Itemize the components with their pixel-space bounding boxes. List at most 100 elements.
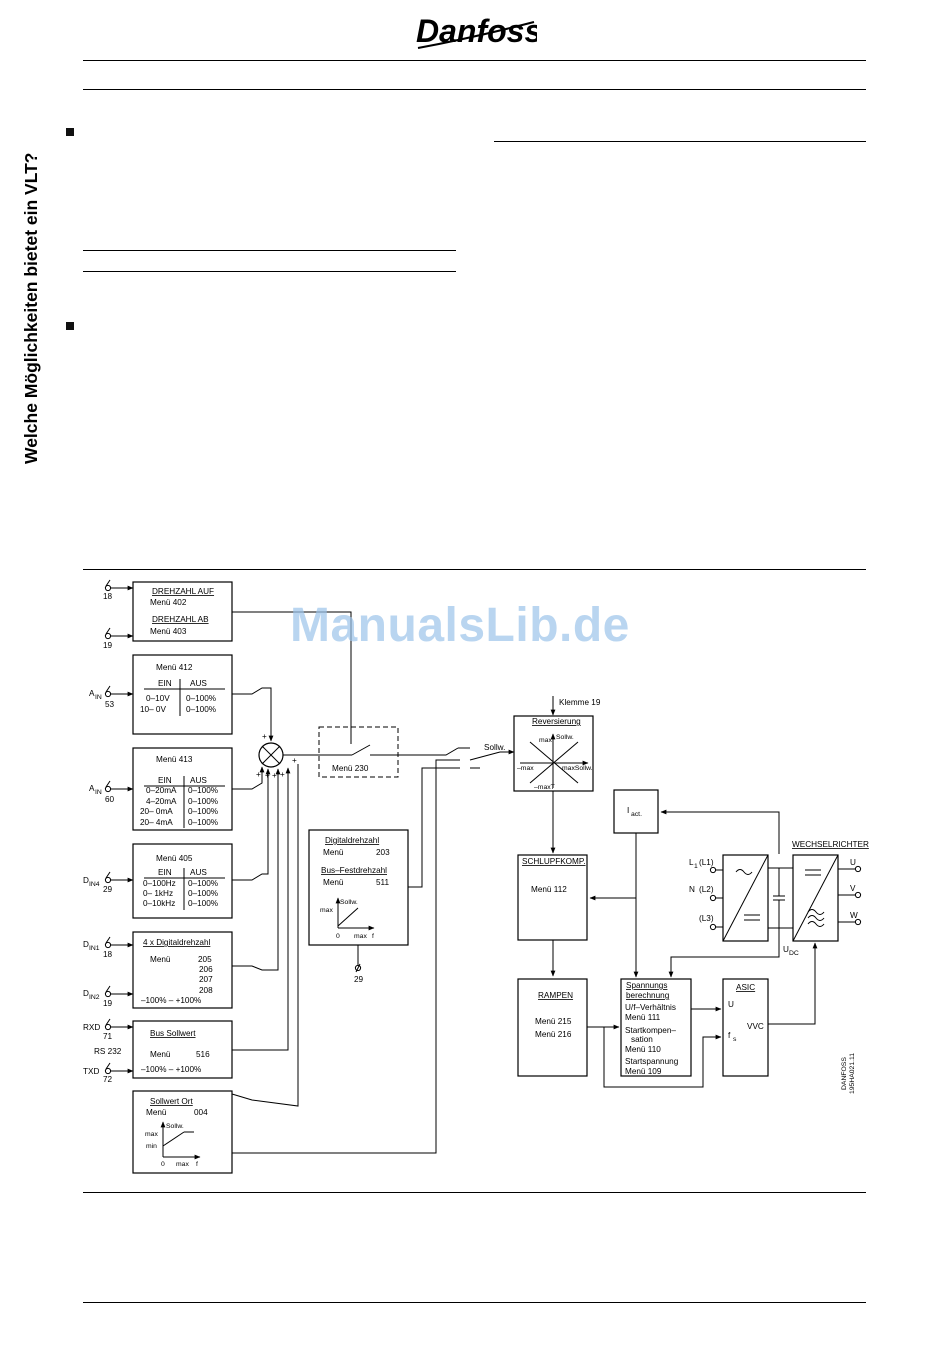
box-schlupfkomp: SCHLUPFKOMP. Menü 112: [517, 791, 636, 977]
svg-text:0–100%: 0–100%: [186, 705, 216, 714]
svg-text:4–20mA: 4–20mA: [146, 797, 177, 806]
svg-text:Menü 403: Menü 403: [150, 627, 187, 636]
svg-text:f: f: [728, 1031, 731, 1040]
svg-text:Menü: Menü: [323, 878, 344, 887]
svg-text:207: 207: [199, 975, 213, 984]
svg-text:Reversierung: Reversierung: [532, 717, 581, 726]
svg-text:Bus–Festdrehzahl: Bus–Festdrehzahl: [321, 866, 387, 875]
svg-text:0: 0: [336, 933, 340, 940]
footer-rule: [83, 1302, 866, 1303]
svg-text:DREHZAHL AUF: DREHZAHL AUF: [152, 587, 214, 596]
svg-text:+: +: [292, 756, 297, 765]
svg-text:004: 004: [194, 1108, 208, 1117]
svg-text:D: D: [83, 989, 89, 998]
svg-text:206: 206: [199, 965, 213, 974]
svg-text:IN1: IN1: [89, 945, 100, 952]
svg-text:Menü 112: Menü 112: [531, 885, 567, 894]
svg-text:Sollw.: Sollw.: [556, 734, 574, 741]
svg-text:max: max: [145, 1131, 158, 1138]
svg-text:+: +: [272, 771, 277, 780]
svg-text:DC: DC: [789, 950, 799, 957]
svg-text:max: max: [539, 737, 552, 744]
svg-text:ASIC: ASIC: [736, 983, 755, 992]
svg-text:0–100%: 0–100%: [188, 899, 218, 908]
svg-text:IN: IN: [95, 694, 102, 701]
svg-text:IN4: IN4: [89, 881, 100, 888]
svg-text:AUS: AUS: [190, 868, 207, 877]
svg-text:0–100%: 0–100%: [188, 797, 218, 806]
svg-text:511: 511: [376, 878, 389, 887]
svg-text:DANFOSS: DANFOSS: [841, 1057, 848, 1090]
svg-text:0–10kHz: 0–10kHz: [143, 899, 175, 908]
section-bullet-2: [66, 322, 74, 330]
svg-text:Startkompen–: Startkompen–: [625, 1026, 676, 1035]
svg-text:RS 232: RS 232: [94, 1047, 122, 1056]
svg-text:29: 29: [354, 975, 364, 984]
svg-text:WECHSELRICHTER: WECHSELRICHTER: [792, 840, 869, 849]
svg-text:AUS: AUS: [190, 776, 207, 785]
svg-text:0–100%: 0–100%: [186, 694, 216, 703]
terminal-rxd-71: RXD 71 RS 232: [83, 1018, 134, 1056]
svg-text:berechnung: berechnung: [626, 991, 670, 1000]
svg-text:EIN: EIN: [158, 679, 172, 688]
danfoss-logo: Danfoss: [416, 13, 537, 49]
svg-text:20– 4mA: 20– 4mA: [140, 818, 173, 827]
svg-text:U: U: [850, 858, 856, 867]
svg-text:Spannungs: Spannungs: [626, 981, 667, 990]
svg-text:Menü 111: Menü 111: [625, 1013, 661, 1022]
svg-text:AUS: AUS: [190, 679, 207, 688]
svg-text:29: 29: [103, 885, 113, 894]
box-spannungsberechnung: Spannungs berechnung U/f–Verhältnis Menü…: [603, 978, 722, 1088]
diagram-top-rule: [83, 569, 866, 570]
svg-text:1: 1: [694, 863, 698, 870]
svg-text:Menü 405: Menü 405: [156, 854, 193, 863]
input-wiring: [231, 611, 460, 1154]
svg-text:18: 18: [103, 592, 113, 601]
svg-text:0–100%: 0–100%: [188, 786, 218, 795]
terminal-18: 18: [103, 579, 134, 601]
box-rampen: RAMPEN Menü 215 Menü 216: [517, 978, 620, 1077]
svg-text:L: L: [689, 858, 694, 867]
side-heading: Welche Möglichkeiten bietet ein VLT?: [21, 153, 41, 464]
svg-text:I: I: [627, 806, 629, 815]
terminal-19-top: 19: [103, 627, 134, 650]
svg-text:RAMPEN: RAMPEN: [538, 991, 573, 1000]
svg-text:0– 1kHz: 0– 1kHz: [143, 889, 173, 898]
svg-text:IN: IN: [95, 789, 102, 796]
svg-text:0–100Hz: 0–100Hz: [143, 879, 176, 888]
svg-text:U: U: [728, 1000, 734, 1009]
svg-text:TXD: TXD: [83, 1067, 99, 1076]
sollw-switch: Sollw.: [458, 743, 515, 769]
svg-text:4 x Digitaldrehzahl: 4 x Digitaldrehzahl: [143, 938, 211, 947]
drawing-code: DANFOSS 195HA021.11: [841, 1053, 856, 1094]
svg-text:V: V: [850, 884, 856, 893]
svg-text:60: 60: [105, 795, 115, 804]
svg-text:Menü 215: Menü 215: [535, 1017, 572, 1026]
svg-text:203: 203: [376, 848, 390, 857]
svg-text:IN2: IN2: [89, 994, 100, 1001]
svg-text:SCHLUPFKOMP.: SCHLUPFKOMP.: [522, 857, 586, 866]
svg-text:A: A: [89, 689, 95, 698]
svg-text:Bus Sollwert: Bus Sollwert: [150, 1029, 196, 1038]
svg-text:–max: –max: [517, 765, 534, 772]
svg-text:Menü: Menü: [323, 848, 344, 857]
left-column-rule-1: [83, 250, 456, 251]
svg-text:act.: act.: [631, 811, 642, 818]
svg-text:(L3): (L3): [699, 914, 714, 923]
svg-text:–100% – +100%: –100% – +100%: [141, 996, 201, 1005]
svg-text:+: +: [262, 732, 267, 741]
watermark: ManualsLib.de: [290, 599, 630, 652]
svg-text:Menü 110: Menü 110: [625, 1045, 661, 1054]
svg-text:18: 18: [103, 950, 113, 959]
header-rule-bottom: [83, 89, 866, 90]
svg-text:D: D: [83, 876, 89, 885]
